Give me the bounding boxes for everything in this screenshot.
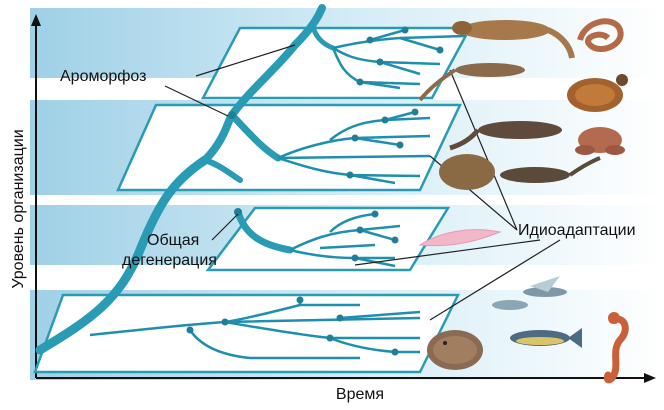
label-degeneration-line2: дегенерация: [122, 252, 217, 270]
flounder-icon: [427, 330, 483, 370]
label-degeneration-line1: Общая: [147, 232, 199, 250]
label-idioadaptation: Идиоадаптации: [518, 222, 636, 240]
label-aromorphosis: Ароморфоз: [60, 68, 146, 86]
x-axis-label: Время: [300, 386, 420, 404]
y-axis-label: Уровень организации: [10, 89, 28, 329]
